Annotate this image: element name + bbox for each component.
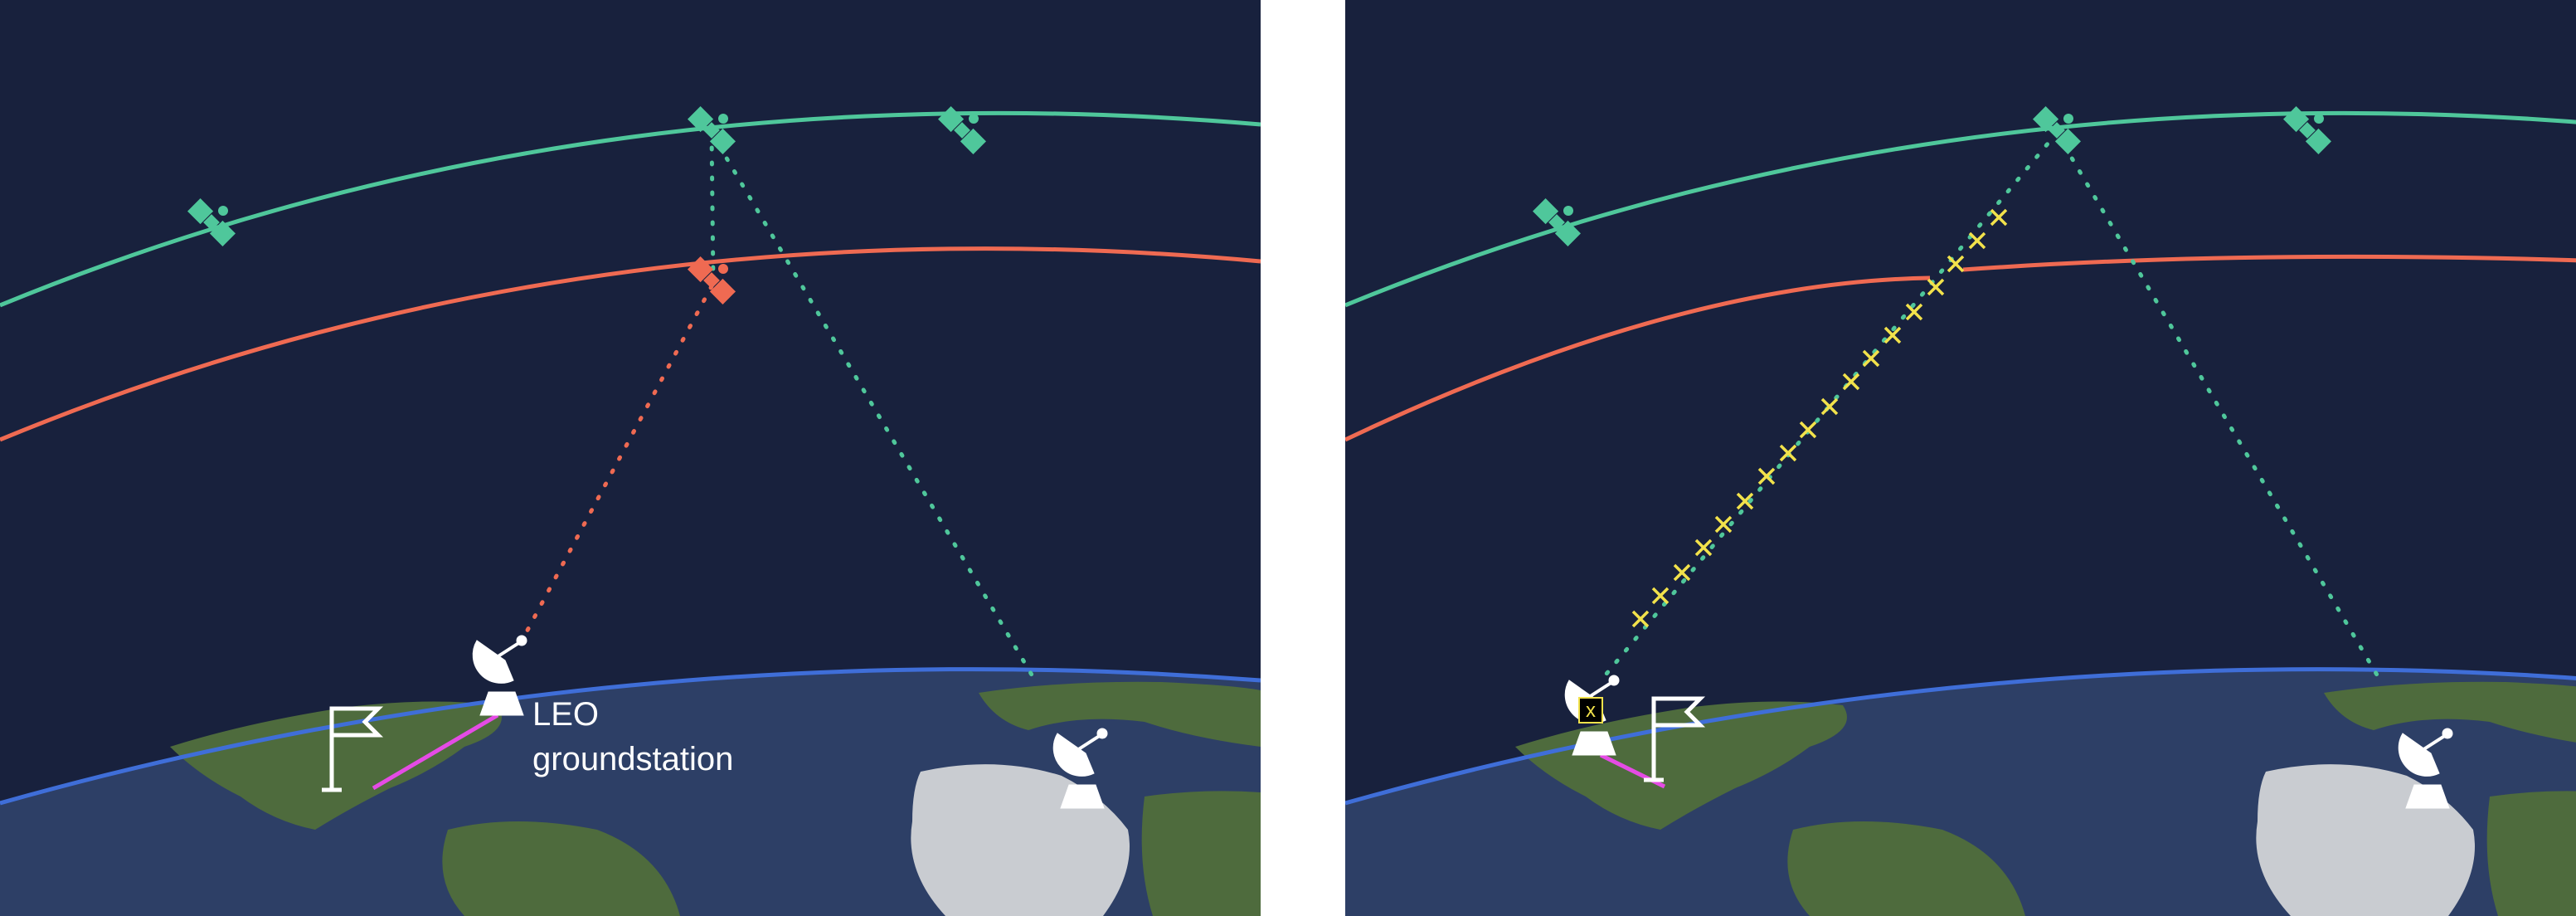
south-america-landmass: [442, 821, 680, 916]
lower-orbit-path: [0, 246, 1261, 442]
lower-orbit-path-segment-right: [1962, 254, 2576, 272]
left-scenario-diagram: [0, 0, 1261, 916]
right-scenario-panel: x: [1345, 0, 2576, 916]
downlink-upper-to-europe-station: [709, 130, 1035, 679]
downlink-upper-to-left-station: [709, 130, 716, 285]
label-line-1: LEO: [532, 696, 600, 733]
left-scenario-panel: LEO groundstation: [0, 0, 1261, 916]
ground-link-line: [372, 713, 499, 791]
horizon-line: [1345, 667, 2576, 806]
europe-landmass: [979, 681, 1261, 747]
upper-orbit-path: [0, 110, 1261, 308]
upper-orbit-path: [1345, 110, 2576, 308]
africa-landmass: [1141, 791, 1261, 916]
station-badge-text: x: [1586, 699, 1596, 722]
leo-groundstation-label: LEO groundstation: [532, 692, 733, 782]
north-america-landmass: [170, 701, 502, 830]
lower-orbit-path-segment-left: [1345, 275, 1931, 442]
south-america-landmass: [1787, 821, 2025, 916]
right-scenario-diagram: x: [1345, 0, 2576, 916]
earth: [0, 667, 1261, 916]
label-line-2: groundstation: [532, 741, 734, 777]
africa-landmass: [2486, 791, 2576, 916]
station-badge-box: [1578, 697, 1603, 724]
downlink-upper-to-europe-station: [2054, 130, 2380, 679]
horizon-line: [0, 667, 1261, 806]
europe-landmass: [2324, 681, 2576, 743]
